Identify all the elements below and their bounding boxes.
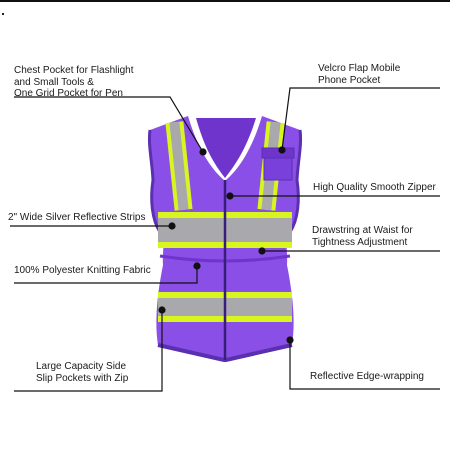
callout-edge-wrapping: Reflective Edge-wrapping	[310, 371, 424, 382]
callout-side-pockets: Large Capacity Side Slip Pockets with Zi…	[36, 361, 129, 384]
marker-drawstring	[258, 247, 266, 255]
callout-reflective-strips: 2" Wide Silver Reflective Strips	[8, 212, 146, 223]
velcro-flap	[261, 147, 295, 159]
callout-velcro-pocket: Velcro Flap Mobile Phone Pocket	[318, 63, 401, 86]
right-armhole-trim	[288, 129, 303, 233]
marker-fabric	[193, 262, 201, 270]
leader-velcro-pocket	[281, 87, 440, 151]
marker-edge-wrapping	[286, 336, 294, 344]
top-border-line	[0, 0, 450, 2]
vest-back-inner	[196, 118, 256, 178]
marker-reflective-strips	[168, 222, 176, 230]
leader-fabric	[14, 266, 198, 284]
leader-chest-pocket	[14, 96, 204, 153]
marker-zipper	[226, 192, 234, 200]
left-vertical-strip-silver	[169, 121, 189, 211]
leader-side-pockets	[14, 310, 163, 392]
corner-mark	[2, 13, 4, 15]
marker-side-pockets	[158, 306, 166, 314]
callout-fabric: 100% Polyester Knitting Fabric	[14, 265, 151, 276]
callout-drawstring: Drawstring at Waist for Tightness Adjust…	[312, 225, 413, 248]
callout-chest-pocket: Chest Pocket for Flashlight and Small To…	[14, 65, 134, 99]
marker-chest-pocket	[199, 148, 207, 156]
leader-edge-wrapping	[289, 340, 440, 390]
left-armhole-trim	[147, 129, 162, 233]
callout-zipper: High Quality Smooth Zipper	[313, 182, 436, 193]
marker-velcro-pocket	[278, 146, 286, 154]
